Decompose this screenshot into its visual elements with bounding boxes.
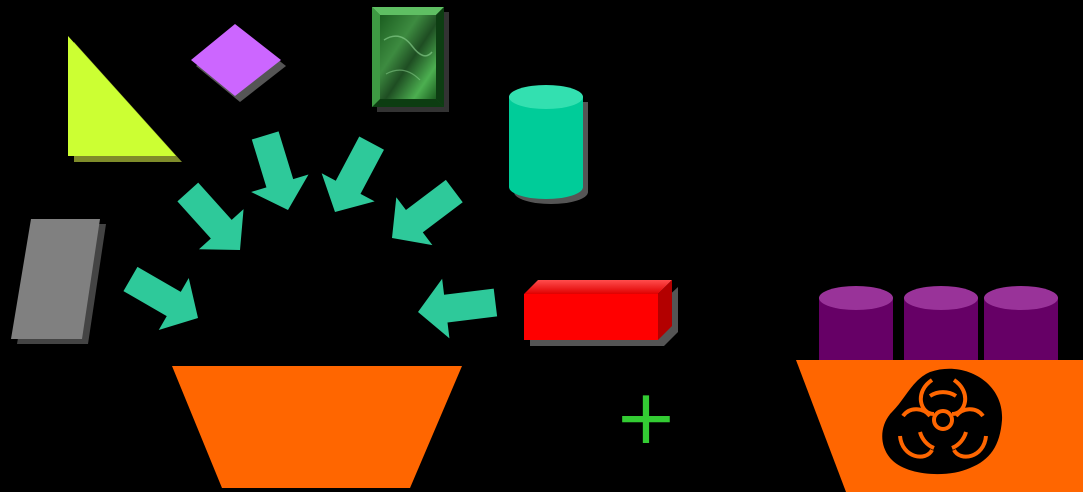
svg-text:+: + [614, 372, 678, 461]
collection-bin [172, 366, 462, 488]
arrow-icon [236, 126, 317, 219]
arrow-icon [373, 167, 473, 262]
gray-block-shape [11, 219, 106, 344]
arrow-icon [414, 272, 500, 342]
marble-tile-shape [372, 7, 449, 112]
arrow-icon [115, 253, 213, 344]
arrow-icon [308, 129, 399, 227]
plus-sign: + [614, 372, 678, 461]
teal-cylinder-shape [509, 85, 588, 204]
arrow-icon [165, 171, 263, 271]
diamond-shape [191, 24, 286, 102]
triangle-shape [68, 36, 182, 162]
red-block-shape [524, 280, 678, 346]
biohazard-icon [882, 368, 1003, 475]
